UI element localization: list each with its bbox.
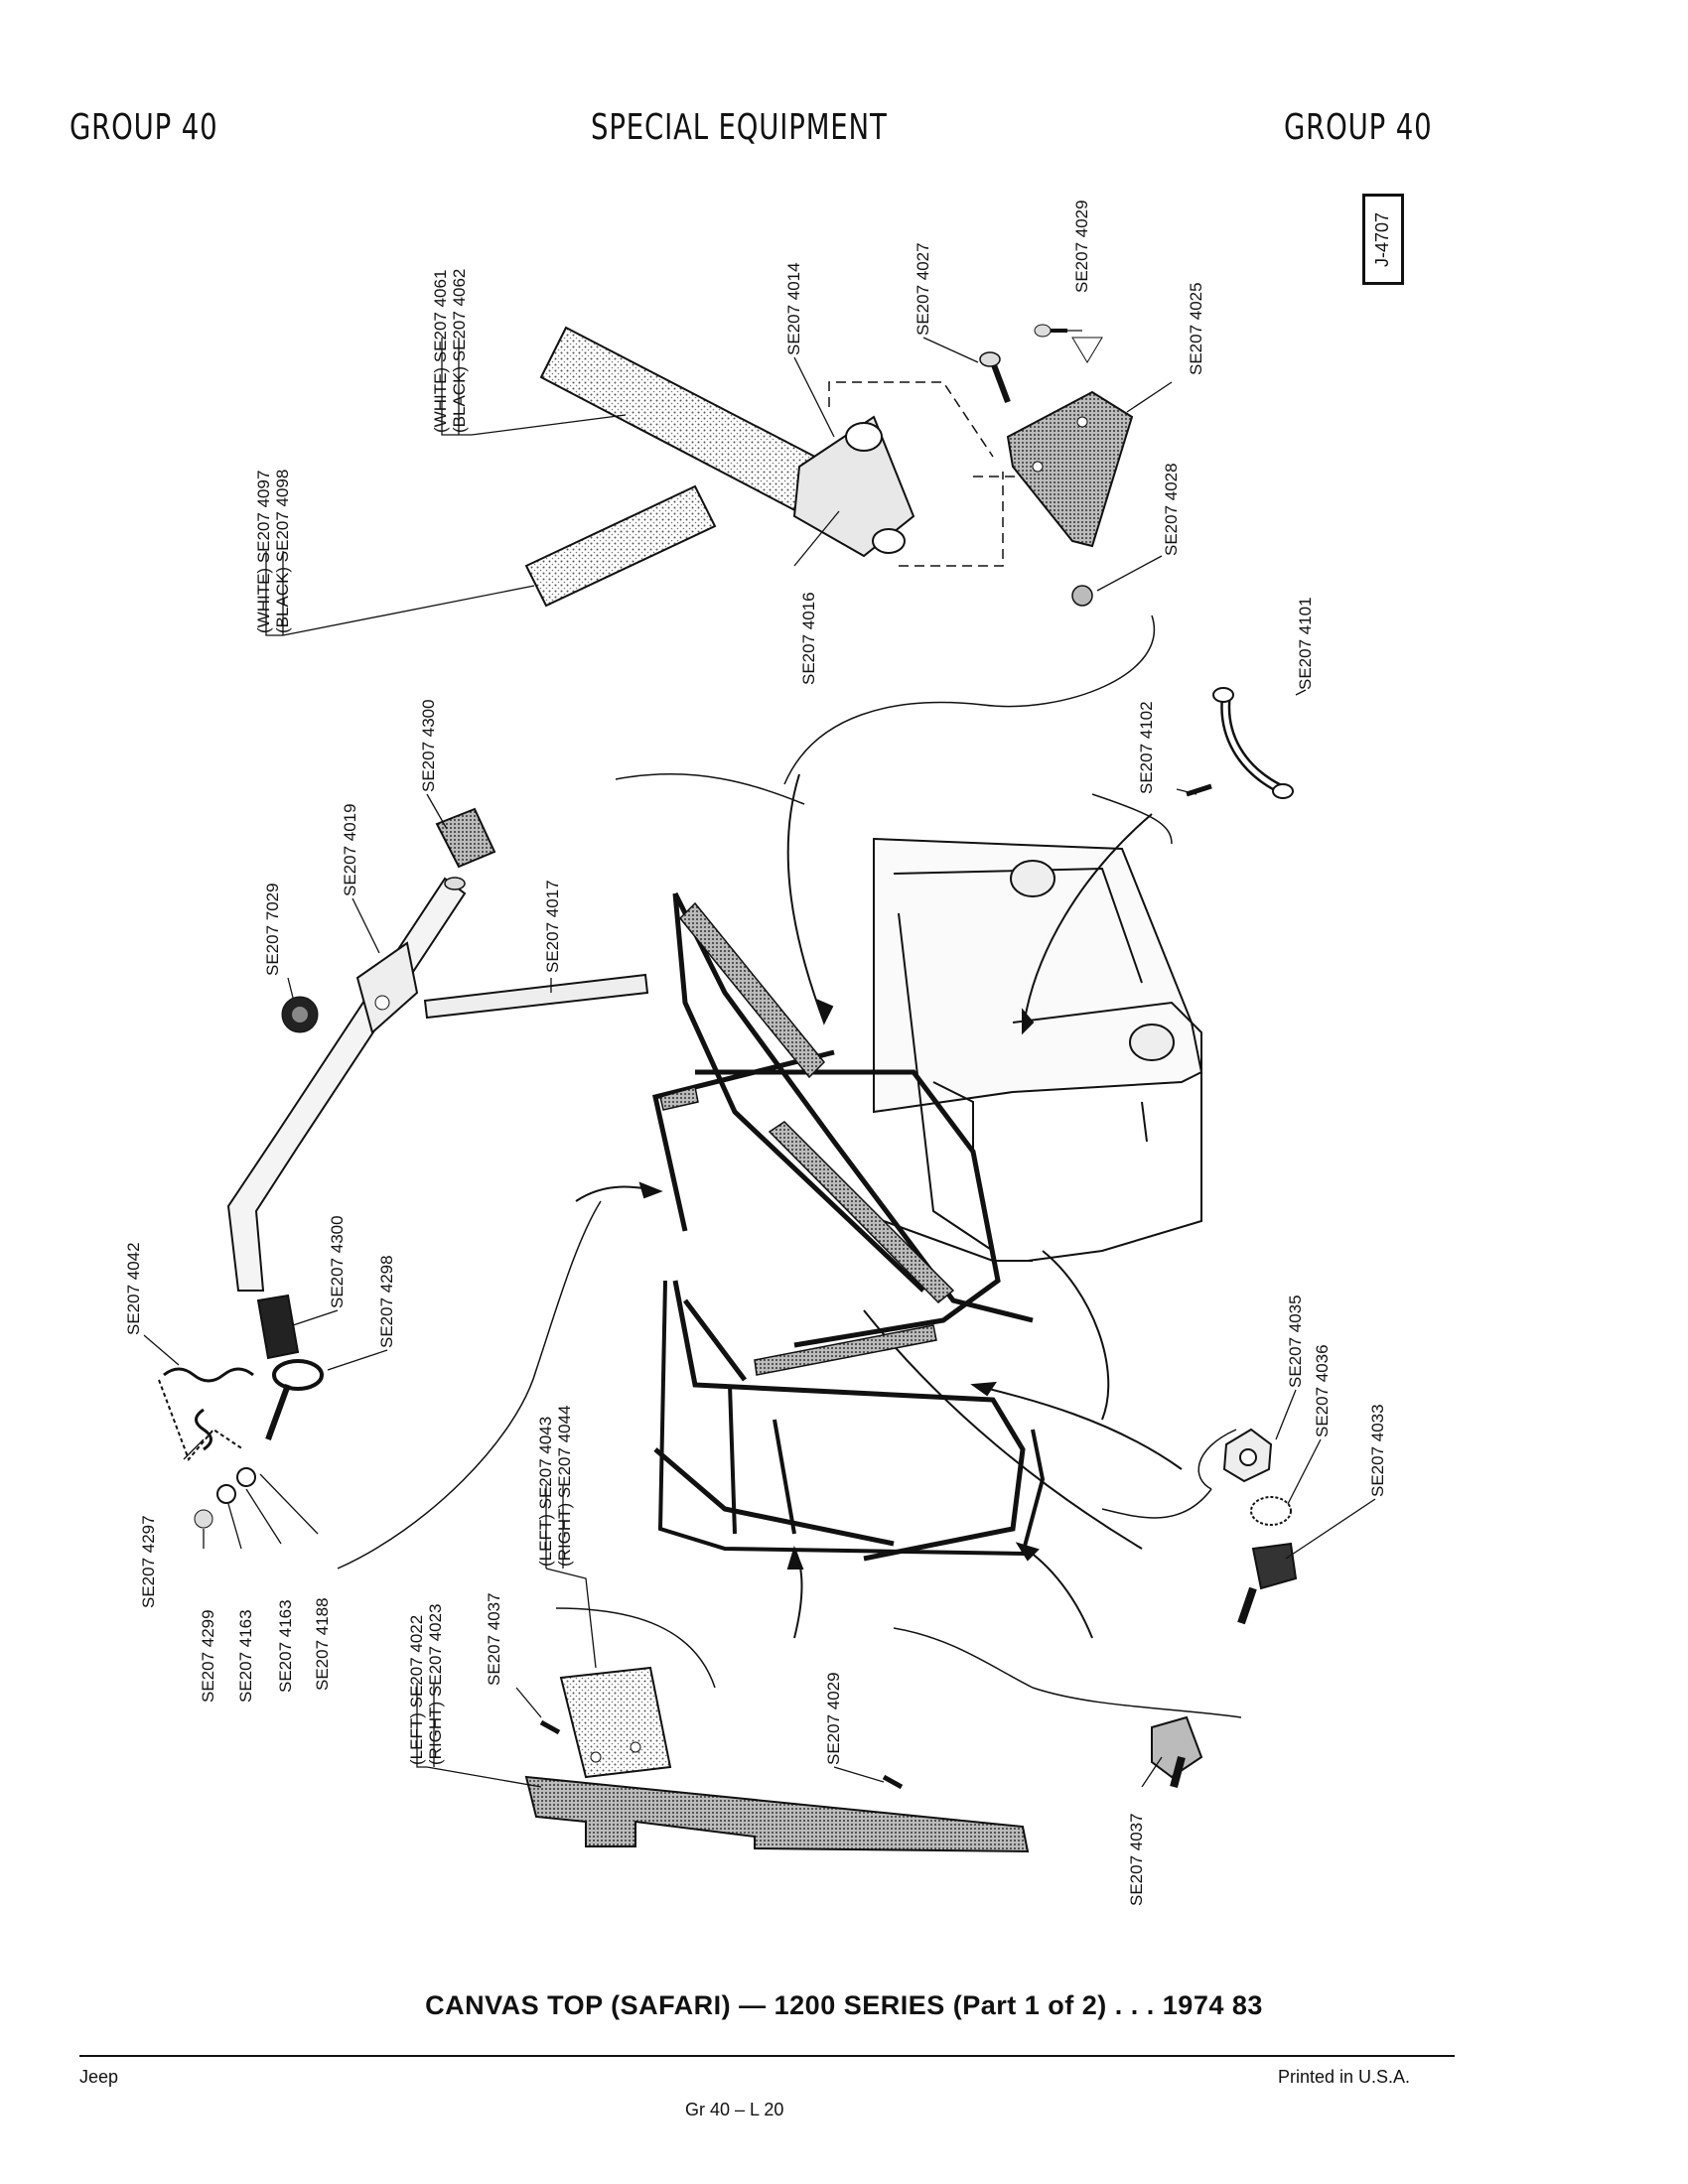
bow-socket [792,415,915,558]
padded-bow-lower [524,484,717,608]
callout-14: SE207 4019 [341,803,359,896]
footer-page-ref: Gr 40 – L 20 [685,2100,784,2119]
callout-3: (WHITE) SE207 4061 [431,270,450,433]
callout-11: SE207 4101 [1296,597,1315,690]
callout-26: SE207 4036 [1313,1344,1332,1437]
header-group-right: GROUP 40 [1284,107,1433,148]
callout-10: SE207 4016 [799,592,818,685]
retainer-strip [524,1775,1030,1853]
callout-2: (BLACK) SE207 4098 [273,470,292,633]
frame-bows-padded [659,901,955,1376]
bow-bracket [1006,390,1134,548]
callout-18: SE207 4300 [328,1215,347,1308]
callout-13: SE207 4300 [419,699,438,792]
callout-27: SE207 4033 [1368,1404,1387,1497]
door-hinge [559,1666,672,1779]
strap-handle [1212,687,1294,799]
callout-24: SE207 4188 [313,1597,332,1691]
bow-bar [226,877,467,1292]
vehicle-body [863,837,1203,1550]
callout-16: SE207 4017 [543,880,562,973]
callout-17: SE207 4042 [124,1242,143,1335]
callout-5: SE207 4014 [784,262,803,355]
callout-4: (BLACK) SE207 4062 [450,269,469,433]
callout-25: SE207 4035 [1286,1295,1305,1388]
callout-20: SE207 4297 [139,1515,158,1608]
eyebolt-chain [158,1359,324,1529]
callout-32: SE207 4037 [485,1592,503,1686]
figure-number-box: J-4707 [1362,194,1404,285]
callout-labels: (WHITE) SE207 4097 (BLACK) SE207 4098 (W… [124,200,1387,1906]
footer-rule [79,2055,1455,2057]
callout-15: SE207 7029 [263,883,282,976]
callout-29: (RIGHT) SE207 4044 [555,1405,574,1567]
callout-6: SE207 4027 [914,242,932,336]
callout-30: (LEFT) SE207 4022 [407,1615,426,1765]
callout-28: (LEFT) SE207 4043 [536,1417,555,1567]
bow-rod [423,973,649,1020]
bolt-washer-nut [1222,1428,1298,1625]
callout-7: SE207 4029 [1072,200,1091,293]
callout-12: SE207 4102 [1137,701,1156,794]
callout-1: (WHITE) SE207 4097 [254,471,273,633]
callout-34: SE207 4037 [1127,1813,1146,1906]
header-group-left: GROUP 40 [70,107,218,148]
door-frame [657,1280,1046,1557]
grommet-end-caps [256,807,496,1360]
callout-33: SE207 4029 [824,1672,843,1765]
callout-21: SE207 4299 [199,1609,217,1703]
arrows [575,773,1183,1639]
footer-brand: Jeep [79,2067,119,2087]
callout-31: (RIGHT) SE207 4023 [426,1603,445,1765]
callout-23: SE207 4163 [276,1599,295,1693]
callout-8: SE207 4025 [1187,282,1205,375]
callout-19: SE207 4298 [377,1255,396,1348]
stud-bolt [1151,1715,1203,1789]
top-frame [652,891,1034,1562]
header-section-title: SPECIAL EQUIPMENT [591,107,888,148]
callout-22: SE207 4163 [236,1609,255,1703]
figure-caption: CANVAS TOP (SAFARI) — 1200 SERIES (Part … [425,1990,1263,2020]
footer-printed: Printed in U.S.A. [1278,2067,1411,2087]
callout-9: SE207 4028 [1162,463,1181,556]
